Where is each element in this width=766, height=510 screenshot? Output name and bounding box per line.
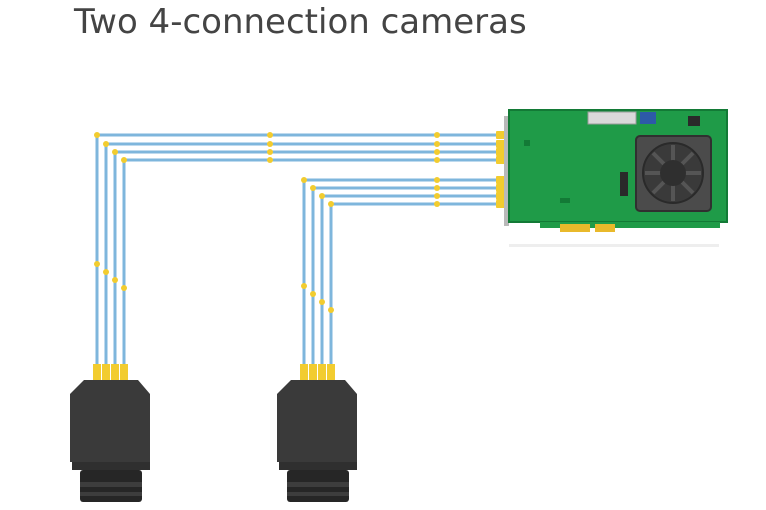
cable-6 (311, 186, 505, 370)
camera-1-plugs (93, 364, 128, 380)
cable-bundle-camera-2 (302, 178, 505, 370)
camera-2-plugs (300, 364, 335, 380)
cable-1 (95, 133, 505, 370)
cable-bundle-camera-1 (95, 133, 505, 370)
connector-dots (94, 132, 440, 313)
camera-2 (277, 380, 357, 502)
cable-3 (113, 150, 505, 370)
cable-8 (329, 202, 505, 370)
cable-7 (320, 194, 505, 370)
cable-5 (302, 178, 505, 370)
frame-grabber-card (504, 109, 728, 247)
diagram-title: Two 4-connection cameras (74, 2, 527, 42)
camera-1 (70, 380, 150, 502)
